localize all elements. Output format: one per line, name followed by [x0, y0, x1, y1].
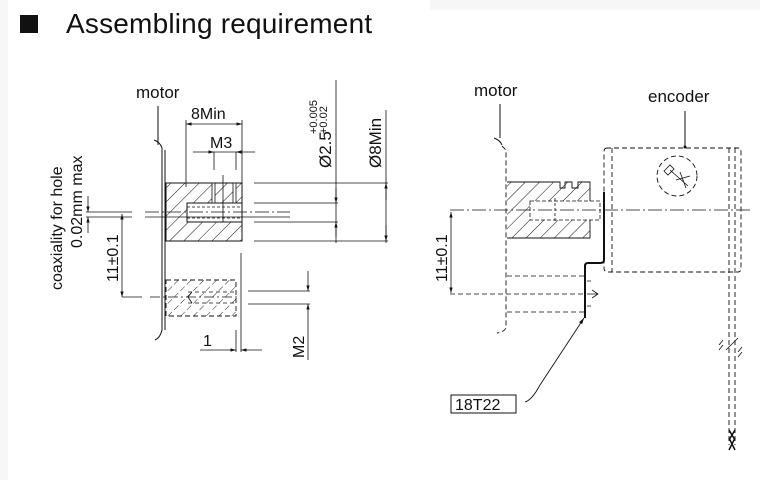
coaxiality-line1: coaxiality for hole	[49, 166, 66, 290]
dim-center-left-label: 11±0.1	[105, 234, 122, 282]
dim-m3-label: M3	[210, 135, 232, 152]
part-label-leader	[524, 317, 585, 403]
part-label-box	[450, 394, 517, 414]
right-motor-label: motor	[474, 81, 518, 100]
dim-bore-text: Ø2.5 +0.005 +0.02	[308, 100, 335, 168]
dim-1-label: 1	[203, 333, 212, 350]
part-label: 18T22	[455, 397, 500, 414]
dim-bore-lower-tol: +0.02	[318, 106, 330, 134]
gear-18t22-plate	[584, 192, 605, 318]
cable-connector-icon	[728, 429, 736, 451]
encoder-label: encoder	[648, 87, 710, 106]
background-strip-left	[0, 0, 8, 480]
encoder-screw-icon	[663, 164, 691, 189]
encoder-screw-circle	[656, 155, 698, 197]
right-motor-plate	[496, 145, 507, 334]
encoder-leader-dot	[683, 145, 687, 149]
left-lower-gear	[165, 279, 237, 317]
cable-break-icon	[718, 337, 743, 358]
dim-8min-label: 8Min	[191, 106, 226, 123]
right-lower-gear-teeth	[587, 280, 599, 307]
left-motor-leader-arrow	[153, 139, 163, 149]
dim-bore-label: Ø2.5	[316, 131, 335, 168]
coaxiality-line2: 0.02mm max	[69, 156, 86, 248]
encoder-body	[603, 147, 742, 273]
section-header: Assembling requirement	[20, 6, 372, 42]
filled-square-icon	[20, 15, 38, 33]
left-motor-plate-outer	[154, 148, 163, 341]
right-motor-leader-arrow	[493, 137, 503, 146]
right-view: motor encoder	[434, 81, 752, 451]
dim-8min-dia-label: Ø8Min	[366, 118, 385, 168]
dim-bore-upper-tol: +0.005	[308, 100, 320, 134]
left-upper-gear	[165, 175, 243, 242]
dim-center-right-label: 11±0.1	[434, 234, 451, 282]
dim-m2-label: M2	[291, 336, 308, 358]
section-title: Assembling requirement	[66, 8, 373, 39]
background-strip-top	[430, 0, 760, 10]
left-view: motor 8Min M3	[49, 80, 388, 360]
left-motor-label: motor	[136, 83, 180, 102]
